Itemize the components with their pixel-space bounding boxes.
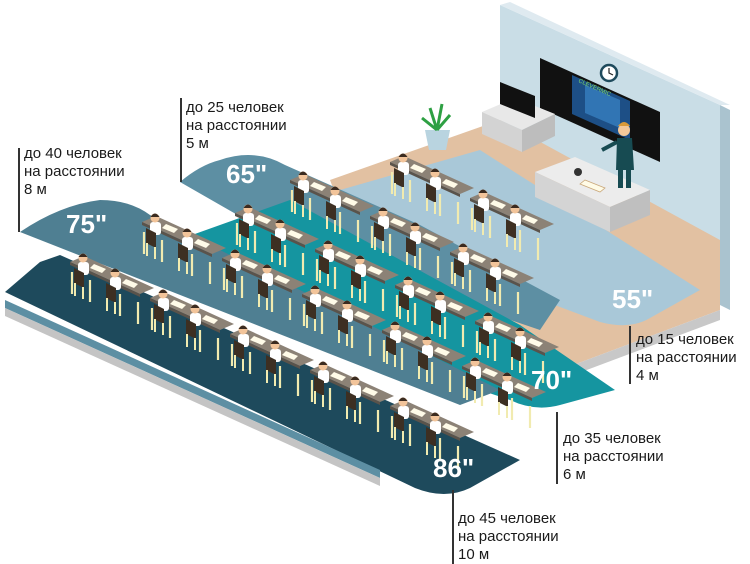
zone-70-size: 70" <box>531 365 572 395</box>
callout-65-distance-label: на расстоянии <box>186 117 287 134</box>
student-figure <box>394 153 426 199</box>
student-figure <box>266 340 298 386</box>
callout-75-distance: 8 м <box>24 181 47 198</box>
student-figure <box>426 168 458 214</box>
callout-86: до 45 человек на расстоянии 10 м <box>458 510 559 564</box>
student-figure <box>511 327 543 373</box>
student-figure <box>406 222 438 268</box>
callout-65-people: до 25 человек <box>186 99 284 116</box>
student-desk <box>470 189 554 260</box>
callout-65-distance: 5 м <box>186 135 209 152</box>
callout-70-distance-label: на расстоянии <box>563 448 664 465</box>
student-figure <box>418 336 450 382</box>
student-figure <box>258 264 290 310</box>
callout-70: до 35 человек на расстоянии 6 м <box>563 430 664 484</box>
callout-line-55 <box>629 326 631 384</box>
student-desk <box>302 285 386 356</box>
student-desk <box>395 276 479 347</box>
student-figure <box>106 268 138 314</box>
student-figure <box>351 255 383 301</box>
student-desk <box>235 204 319 275</box>
student-desk <box>370 207 454 278</box>
student-figure <box>146 213 178 259</box>
student-figure <box>474 189 506 235</box>
student-figure <box>306 285 338 331</box>
student-desk <box>70 253 154 324</box>
callout-70-distance: 6 м <box>563 466 586 483</box>
callout-65: до 25 человек на расстоянии 5 м <box>186 99 287 153</box>
student-figure <box>386 321 418 367</box>
zone-55-size: 55" <box>612 284 653 314</box>
callout-line-70 <box>556 412 558 484</box>
student-figure <box>394 397 426 443</box>
student-figure <box>346 376 378 422</box>
student-figure <box>178 228 210 274</box>
student-figure <box>426 412 458 458</box>
student-desk <box>450 243 534 314</box>
student-figure <box>74 253 106 299</box>
student-desk <box>315 240 399 311</box>
student-figure <box>234 325 266 371</box>
callout-line-86 <box>452 490 454 564</box>
student-figure <box>319 240 351 286</box>
callout-86-people: до 45 человек <box>458 510 556 527</box>
floor-edge <box>560 310 720 380</box>
student-figure <box>479 312 511 358</box>
teacher-figure <box>601 122 634 188</box>
student-desks <box>70 153 559 468</box>
teacher-desk <box>535 157 650 232</box>
student-figure <box>271 219 303 265</box>
tv-cabinet <box>482 82 555 152</box>
student-desk <box>310 361 394 432</box>
student-figure <box>506 204 538 250</box>
student-figure <box>454 243 486 289</box>
zone-75-size: 75" <box>66 209 107 239</box>
student-desk <box>222 249 306 320</box>
callout-line-65 <box>180 98 182 182</box>
student-figure <box>326 186 358 232</box>
callout-86-distance: 10 м <box>458 546 490 563</box>
callout-75-distance-label: на расстоянии <box>24 163 125 180</box>
student-figure <box>399 276 431 322</box>
callout-55-distance: 4 м <box>636 367 659 384</box>
student-desk <box>390 153 474 224</box>
student-figure <box>294 171 326 217</box>
callout-55-distance-label: на расстоянии <box>636 349 737 366</box>
student-desk <box>390 397 474 468</box>
callout-75: до 40 человек на расстоянии 8 м <box>24 145 125 199</box>
student-figure <box>186 304 218 350</box>
student-desk <box>230 325 314 396</box>
student-desk <box>382 321 466 392</box>
student-figure <box>226 249 258 295</box>
student-desk <box>462 357 546 428</box>
student-figure <box>466 357 498 403</box>
student-figure <box>431 291 463 337</box>
student-figure <box>314 361 346 407</box>
plant-icon <box>421 103 452 150</box>
zone-65-size: 65" <box>226 159 267 189</box>
student-desk <box>290 171 374 242</box>
clock-icon <box>599 63 619 83</box>
callout-75-people: до 40 человек <box>24 145 122 162</box>
callout-86-distance-label: на расстоянии <box>458 528 559 545</box>
callout-55: до 15 человек на расстоянии 4 м <box>636 331 737 385</box>
student-figure <box>498 372 530 418</box>
callout-line-75 <box>18 148 20 232</box>
student-desk <box>475 312 559 383</box>
student-figure <box>374 207 406 253</box>
student-desk <box>142 213 226 284</box>
student-desk <box>150 289 234 360</box>
student-figure <box>338 300 370 346</box>
callout-55-people: до 15 человек <box>636 331 734 348</box>
interactive-board: CLEVERMIC <box>540 58 660 162</box>
student-figure <box>154 289 186 335</box>
zone-86-size: 86" <box>433 453 474 483</box>
callout-70-people: до 35 человек <box>563 430 661 447</box>
student-figure <box>239 204 271 250</box>
zone-65-floor <box>180 155 560 330</box>
student-figure <box>486 258 518 304</box>
